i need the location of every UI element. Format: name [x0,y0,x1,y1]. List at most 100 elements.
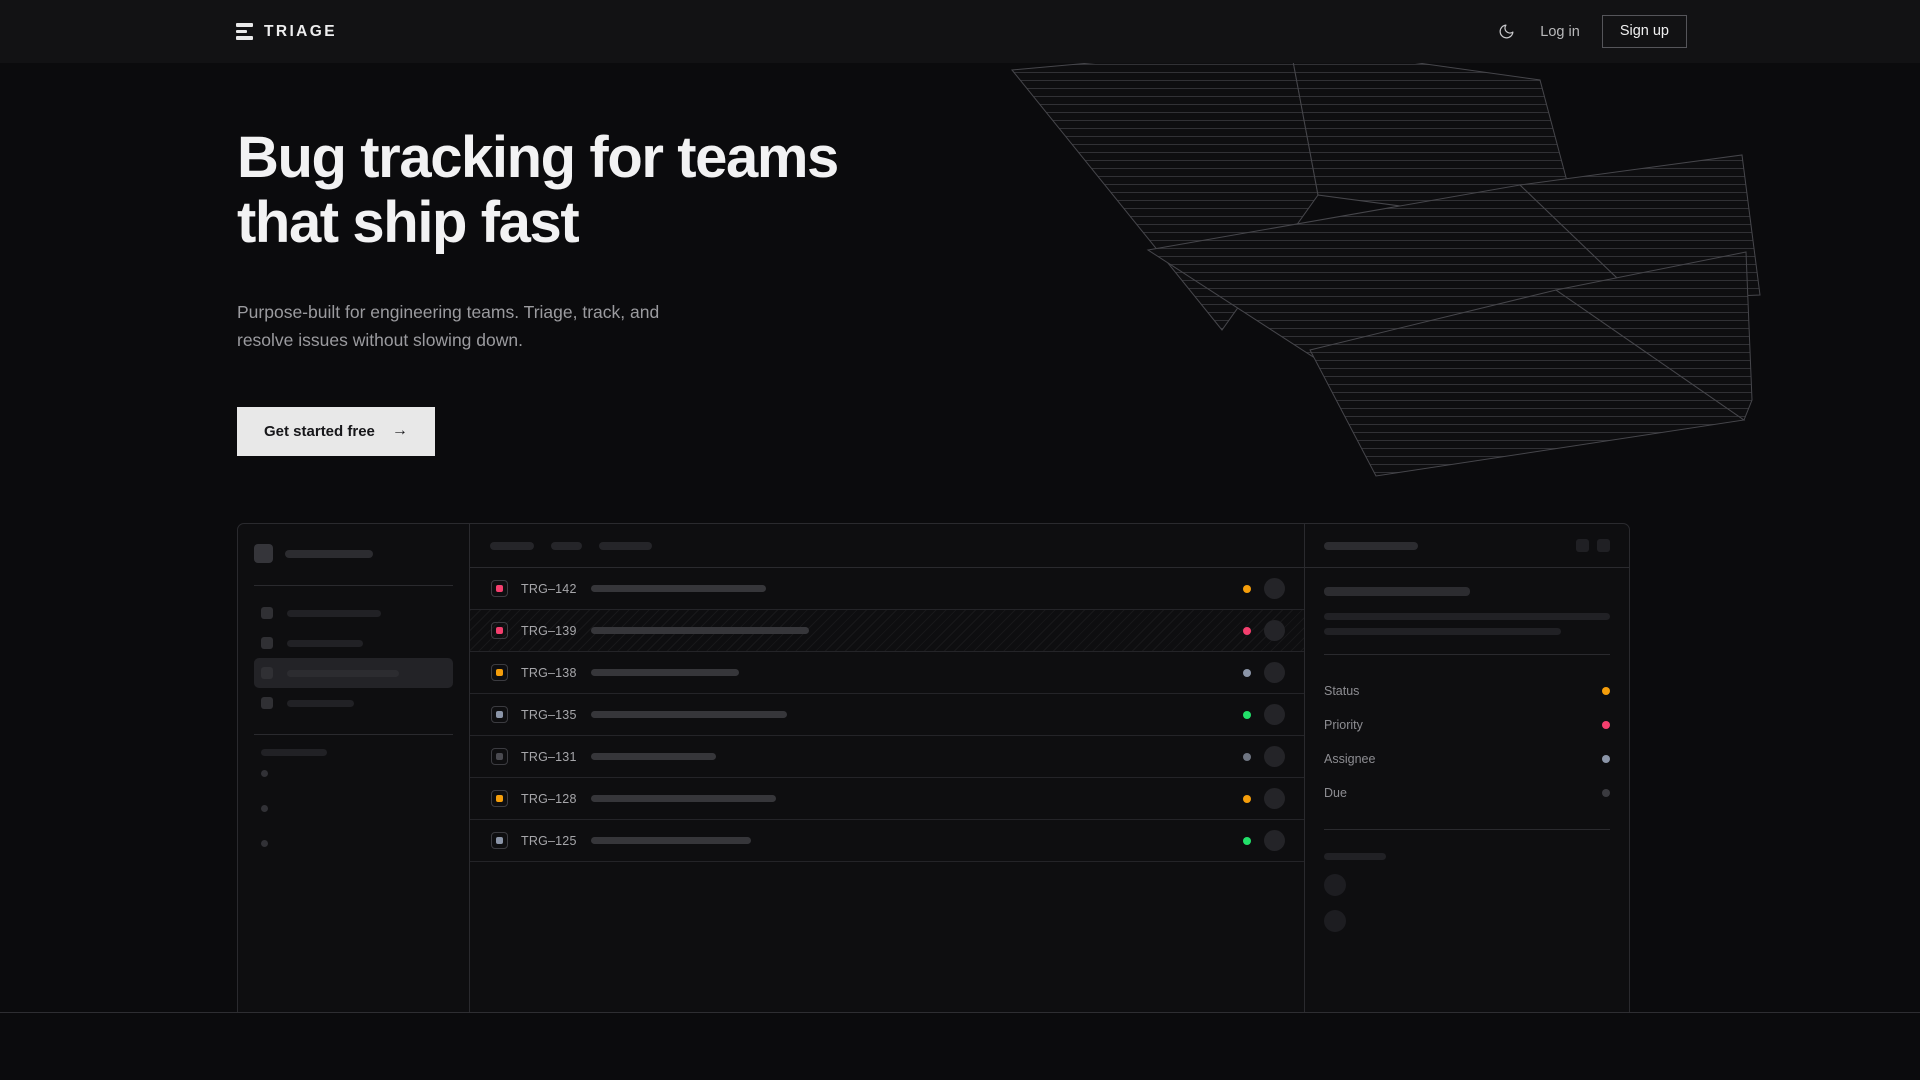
row-meta [1243,578,1285,599]
issue-id: TRG–128 [521,791,577,806]
section-baseline [0,1012,1920,1013]
panel-footer [1324,849,1610,946]
status-badge [1243,752,1251,761]
priority-icon [491,706,508,723]
login-link[interactable]: Log in [1540,23,1580,40]
issue-title-skeleton [591,837,751,844]
meta-label: Status [1324,684,1360,698]
status-badge [1243,794,1251,803]
nav-label-skeleton [287,639,363,647]
issue-title-skeleton [591,795,776,802]
sidebar-item-1[interactable] [254,598,453,628]
page-title: Bug tracking for teams that ship fast [237,125,839,255]
panel-action-1[interactable] [1576,539,1589,552]
table-row[interactable]: TRG–128 [470,778,1304,820]
mock-workspace-switcher[interactable] [254,538,453,569]
meta-row-priority[interactable]: Priority [1324,708,1610,742]
avatar [1264,704,1285,725]
meta-row-status[interactable]: Status [1324,674,1610,708]
sidebar-subitem-2[interactable] [254,791,453,826]
stacked-bars-icon [236,23,253,40]
sidebar-subitem-3[interactable] [254,826,453,861]
priority-icon [491,580,508,597]
cta-label: Get started free [264,422,375,440]
brand-name: TRIAGE [264,22,337,40]
toolbar-control-2[interactable] [551,541,582,550]
get-started-button[interactable]: Get started free → [237,406,435,456]
priority-icon [491,832,508,849]
table-row[interactable]: TRG–139 [470,610,1304,652]
moon-glyph [1499,24,1514,39]
table-row[interactable]: TRG–125 [470,820,1304,862]
sidebar-section-label [254,747,453,756]
table-row[interactable]: TRG–131 [470,736,1304,778]
row-meta [1243,788,1285,809]
toolbar-control-3[interactable] [599,541,652,550]
avatar [1264,788,1285,809]
issue-id: TRG–135 [521,707,577,722]
sidebar-item-3-active[interactable] [254,658,453,688]
section-label-skeleton [261,749,327,756]
table-row[interactable]: TRG–142 [470,568,1304,610]
toolbar-control-1[interactable] [490,541,534,550]
nav-label-skeleton [287,669,399,677]
row-meta [1243,830,1285,851]
nav-icon [261,667,273,679]
avatar [1264,830,1285,851]
sidebar-divider-bottom [254,734,453,735]
sidebar-item-2[interactable] [254,628,453,658]
issue-id: TRG–131 [521,749,577,764]
row-meta [1243,704,1285,725]
row-meta [1243,662,1285,683]
meta-label: Due [1324,786,1347,800]
priority-icon [491,622,508,639]
issue-title-skeleton [591,753,716,760]
meta-value-dot [1602,755,1610,763]
status-badge [1243,626,1251,635]
meta-value-dot [1602,789,1610,797]
brand-logo[interactable]: TRIAGE [236,23,337,41]
status-badge [1243,584,1251,593]
table-row[interactable]: TRG–135 [470,694,1304,736]
status-badge [1243,668,1251,677]
status-badge [1243,836,1251,845]
priority-icon [491,790,508,807]
meta-row-assignee[interactable]: Assignee [1324,742,1610,776]
bullet-icon [261,770,268,777]
meta-label: Assignee [1324,752,1376,766]
hero-subheading: Purpose-built for engineering teams. Tri… [237,301,660,351]
panel-actions [1576,539,1610,552]
avatar [1264,662,1285,683]
panel-action-2[interactable] [1597,539,1610,552]
sidebar-item-4[interactable] [254,688,453,718]
table-row[interactable]: TRG–138 [470,652,1304,694]
bullet-icon [261,805,268,812]
nav-icon [261,637,273,649]
sidebar-subitem-1[interactable] [254,756,453,791]
mock-sidebar [238,524,470,1012]
site-header: TRIAGE Log in Sign up [0,0,1920,63]
status-badge [1243,710,1251,719]
issue-id: TRG–138 [521,665,577,680]
arrow-right-icon: → [391,422,408,440]
avatar [1264,746,1285,767]
issue-title-skeleton [591,585,766,592]
signup-button[interactable]: Sign up [1601,15,1687,48]
header-actions: Log in Sign up [1494,15,1687,48]
issue-title-skeleton [591,711,787,718]
workspace-name-skeleton [285,549,373,558]
meta-value-dot [1602,721,1610,729]
moon-icon[interactable] [1494,20,1518,44]
issue-title-skeleton [591,627,809,634]
meta-row-due[interactable]: Due [1324,776,1610,810]
activity-avatar-1 [1324,874,1346,896]
bullet-icon [261,840,268,847]
panel-header [1305,524,1629,568]
priority-icon [491,664,508,681]
avatar [1264,578,1285,599]
